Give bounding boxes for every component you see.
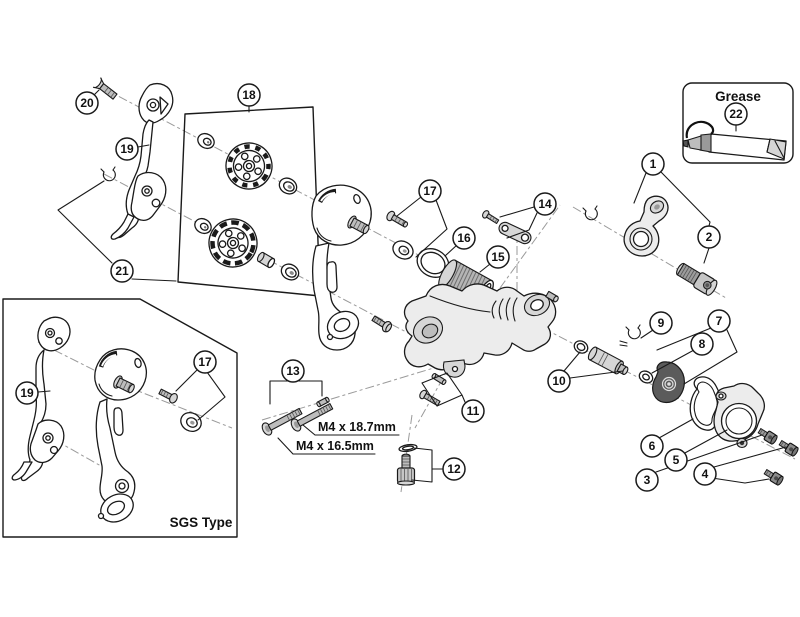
svg-text:9: 9 xyxy=(658,316,665,330)
callout-7: 7 xyxy=(707,309,731,333)
svg-text:18: 18 xyxy=(242,88,256,102)
stroke-pin-11 xyxy=(431,373,447,385)
spring-cover-plate-5 xyxy=(713,382,765,449)
grease-box-title: Grease xyxy=(715,89,761,104)
svg-text:6: 6 xyxy=(649,439,656,453)
callout-11: 11 xyxy=(461,399,485,423)
svg-text:19: 19 xyxy=(20,386,34,400)
plate-axle-bolt-17 xyxy=(386,210,409,228)
grease-box xyxy=(682,82,794,164)
sgs-outer-plate xyxy=(94,348,147,523)
svg-text:21: 21 xyxy=(115,264,129,278)
callout-5: 5 xyxy=(664,448,688,472)
derailleur-body xyxy=(403,283,559,378)
guide-pulley-upper xyxy=(225,142,273,190)
pulley-cap-lower-left xyxy=(194,217,212,235)
callout-15: 15 xyxy=(486,245,510,269)
sgs-inner-plate xyxy=(11,316,71,482)
b-axle-10 xyxy=(587,346,629,376)
sgs-plate-axle-bolt xyxy=(158,388,178,404)
outer-plate xyxy=(311,184,372,351)
mount-bolt-long xyxy=(261,407,303,436)
svg-text:4: 4 xyxy=(702,467,709,481)
svg-text:7: 7 xyxy=(716,314,723,328)
callout-4: 4 xyxy=(693,462,717,486)
svg-text:14: 14 xyxy=(538,197,552,211)
svg-text:10: 10 xyxy=(552,374,566,388)
callout-8: 8 xyxy=(690,332,714,356)
callout-16: 16 xyxy=(452,226,476,250)
svg-text:2: 2 xyxy=(706,230,713,244)
sgs-plate-washer xyxy=(180,411,202,433)
cable-fixing-bolt-14 xyxy=(482,210,500,225)
flat-washer-12 xyxy=(398,443,418,453)
stopper-bolt-11 xyxy=(419,389,441,407)
snap-ring-21 xyxy=(100,166,116,182)
bracket-bolt-2 xyxy=(676,262,718,296)
bolt-spec-long-label: M4 x 18.7mm xyxy=(318,420,396,434)
pulley-bushing xyxy=(256,251,276,269)
svg-text:3: 3 xyxy=(644,473,651,487)
svg-text:17: 17 xyxy=(423,184,437,198)
pulley-cap-lower-right xyxy=(280,263,300,281)
callout-6: 6 xyxy=(640,434,664,458)
e-clip-9 xyxy=(619,324,641,347)
callout-13: 13 xyxy=(281,359,305,383)
svg-text:19: 19 xyxy=(120,142,134,156)
plate-stop-bolt xyxy=(371,315,393,333)
svg-text:15: 15 xyxy=(491,250,505,264)
callout-12: 12 xyxy=(442,457,466,481)
spring-washer-8 xyxy=(638,370,654,384)
cable-link-plate-14 xyxy=(498,221,532,245)
grease-tube-icon xyxy=(682,120,787,161)
spring-cover-8 xyxy=(652,361,685,404)
callout-leader-lines xyxy=(37,89,787,484)
cover-fixing-bolt-a xyxy=(757,427,778,445)
callout-17-sgs: 17 xyxy=(193,350,217,374)
callout-21: 21 xyxy=(110,259,134,283)
mount-bolt-short xyxy=(290,403,334,432)
svg-text:17: 17 xyxy=(198,355,212,369)
cover-fixing-bolt-c xyxy=(763,468,784,486)
callout-19-sgs: 19 xyxy=(15,381,39,405)
callout-14: 14 xyxy=(533,192,557,216)
mount-pin xyxy=(316,396,330,408)
callout-19: 19 xyxy=(115,137,139,161)
callout-3: 3 xyxy=(635,468,659,492)
plate-washer-17 xyxy=(392,240,414,260)
cover-fixing-bolt-b xyxy=(778,439,799,457)
bracket-axle-bolt xyxy=(92,77,118,100)
svg-text:20: 20 xyxy=(80,96,94,110)
svg-text:13: 13 xyxy=(286,364,300,378)
snap-ring-bracket xyxy=(582,205,598,221)
inner-plate xyxy=(110,82,174,240)
svg-text:11: 11 xyxy=(467,404,480,418)
callout-9: 9 xyxy=(649,311,673,335)
sgs-type-caption: SGS Type xyxy=(170,515,233,530)
svg-text:5: 5 xyxy=(673,453,680,467)
callout-20: 20 xyxy=(75,91,99,115)
callout-17: 17 xyxy=(418,179,442,203)
callout-2: 2 xyxy=(697,225,721,249)
svg-text:12: 12 xyxy=(447,462,461,476)
callout-22: 22 xyxy=(724,102,748,126)
b-axle-oring xyxy=(573,340,589,354)
assembly-axis-lines xyxy=(37,87,796,493)
seal-ring-16 xyxy=(416,248,450,278)
tension-pulley-lower xyxy=(208,218,258,268)
callout-1: 1 xyxy=(641,152,665,176)
bolt-spec-short-label: M4 x 16.5mm xyxy=(296,439,374,453)
svg-text:16: 16 xyxy=(457,231,471,245)
bracket-unit-1 xyxy=(623,195,669,257)
svg-text:1: 1 xyxy=(650,157,657,171)
svg-text:8: 8 xyxy=(699,337,706,351)
svg-text:22: 22 xyxy=(729,107,743,121)
callout-10: 10 xyxy=(547,369,571,393)
pulley-cap-upper-right xyxy=(278,177,298,195)
sgs-type-box xyxy=(2,298,238,538)
callout-18: 18 xyxy=(237,83,261,107)
pulley-cap-upper-left xyxy=(197,132,215,150)
